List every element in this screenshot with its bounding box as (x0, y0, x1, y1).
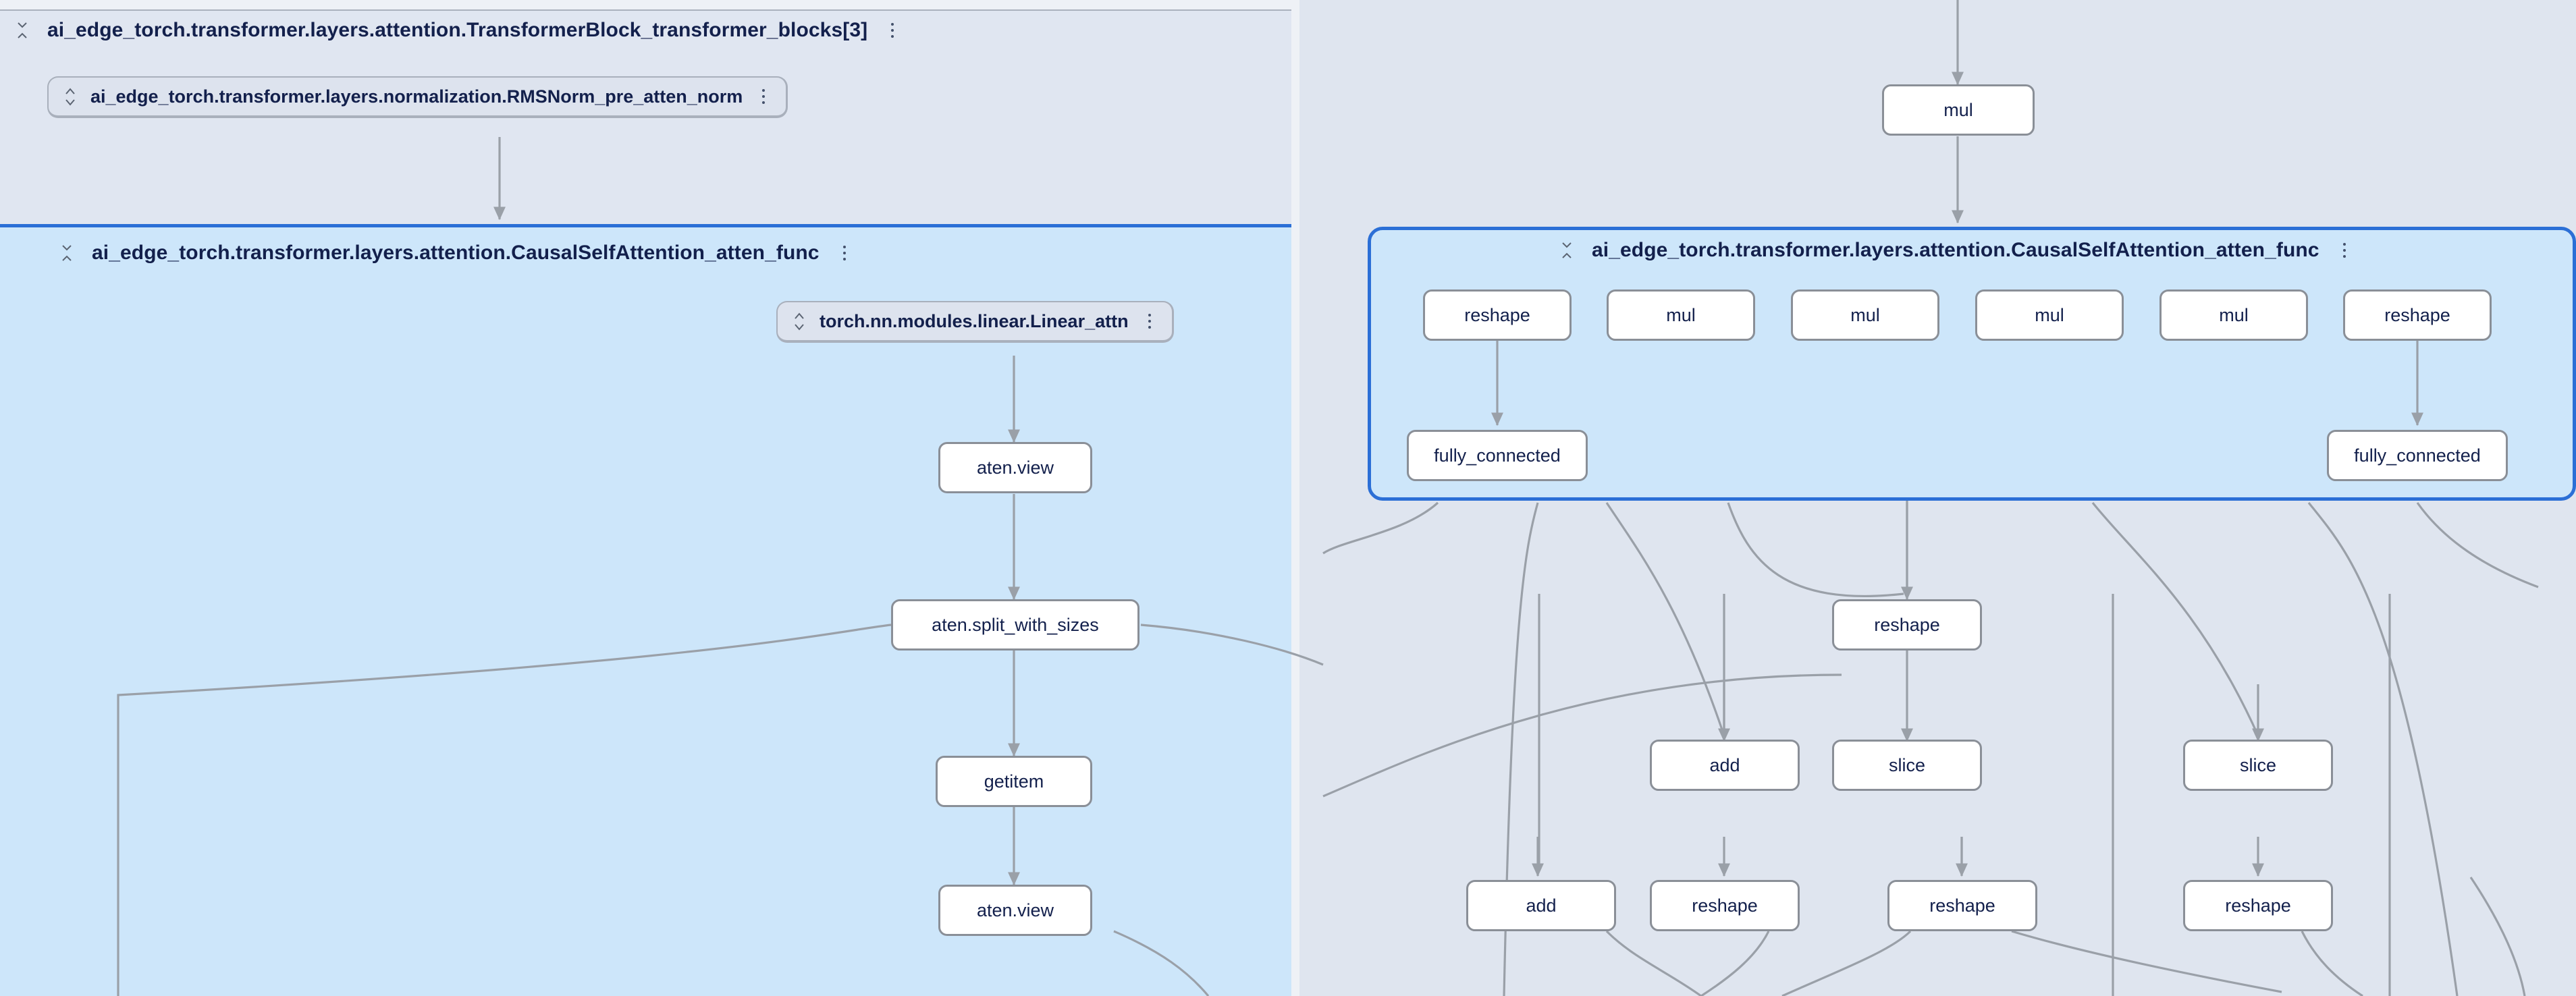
collapse-expand-icon[interactable] (15, 18, 30, 43)
node-label: slice (1888, 754, 1925, 775)
group-title-transformer-block: ai_edge_torch.transformer.layers.attenti… (47, 19, 868, 41)
module-label-linear-attn: torch.nn.modules.linear.Linear_attn (820, 310, 1129, 331)
node-aten-split-with-sizes[interactable]: aten.split_with_sizes (891, 599, 1139, 651)
node-reshape-f[interactable]: reshape (2183, 880, 2333, 931)
node-aten-view-1[interactable]: aten.view (938, 442, 1092, 493)
node-label: mul (1850, 304, 1880, 325)
node-mul-top[interactable]: mul (1882, 84, 2035, 136)
module-linear-attn[interactable]: torch.nn.modules.linear.Linear_attn (776, 301, 1174, 343)
node-mul-1[interactable]: mul (1607, 289, 1755, 341)
expand-collapse-stepper-icon[interactable] (793, 309, 806, 333)
node-label: fully_connected (2354, 445, 2481, 466)
node-fully-connected-left[interactable]: fully_connected (1407, 430, 1588, 481)
canvas-top-margin (0, 0, 1291, 9)
node-label: add (1526, 895, 1557, 916)
group-title-causal-self-attention-left: ai_edge_torch.transformer.layers.attenti… (92, 242, 820, 264)
node-label: getitem (984, 771, 1044, 792)
node-label: reshape (2225, 895, 2291, 916)
collapse-expand-icon[interactable] (1559, 238, 1574, 263)
node-aten-view-2[interactable]: aten.view (938, 885, 1092, 936)
node-mul-4[interactable]: mul (2159, 289, 2308, 341)
node-label: aten.view (976, 900, 1054, 920)
node-mul-3[interactable]: mul (1975, 289, 2124, 341)
node-getitem[interactable]: getitem (936, 756, 1092, 807)
node-mul-2[interactable]: mul (1791, 289, 1939, 341)
node-fully-connected-right[interactable]: fully_connected (2327, 430, 2508, 481)
node-reshape-d[interactable]: reshape (1650, 880, 1800, 931)
node-reshape-e[interactable]: reshape (1887, 880, 2037, 931)
kebab-menu-icon[interactable] (756, 85, 771, 108)
node-label: mul (2219, 304, 2249, 325)
node-label: add (1709, 754, 1740, 775)
pane-divider (1291, 0, 1299, 996)
node-add-2[interactable]: add (1466, 880, 1616, 931)
kebab-menu-icon[interactable] (837, 242, 852, 265)
node-label: reshape (1874, 614, 1940, 635)
collapse-expand-icon[interactable] (59, 240, 74, 266)
group-title-causal-self-attention-right: ai_edge_torch.transformer.layers.attenti… (1592, 239, 2319, 261)
group-header-transformer-block[interactable]: ai_edge_torch.transformer.layers.attenti… (15, 18, 900, 43)
node-label: reshape (1464, 304, 1530, 325)
node-slice-2[interactable]: slice (2183, 740, 2333, 791)
node-reshape-b[interactable]: reshape (2343, 289, 2492, 341)
kebab-menu-icon[interactable] (1142, 310, 1157, 333)
node-label: mul (2035, 304, 2064, 325)
module-rms-norm-pre-atten-norm[interactable]: ai_edge_torch.transformer.layers.normali… (47, 76, 788, 118)
group-header-causal-self-attention-left[interactable]: ai_edge_torch.transformer.layers.attenti… (59, 240, 852, 266)
expand-collapse-stepper-icon[interactable] (63, 84, 77, 109)
kebab-menu-icon[interactable] (2337, 239, 2352, 262)
node-label: mul (1943, 99, 1973, 120)
node-reshape-a[interactable]: reshape (1423, 289, 1572, 341)
node-label: aten.view (976, 457, 1054, 478)
node-label: reshape (1929, 895, 1995, 916)
node-label: slice (2239, 754, 2276, 775)
node-label: reshape (1692, 895, 1758, 916)
node-label: mul (1666, 304, 1696, 325)
node-slice-1[interactable]: slice (1832, 740, 1982, 791)
node-label: aten.split_with_sizes (932, 614, 1099, 635)
node-label: reshape (2384, 304, 2450, 325)
group-header-causal-self-attention-right[interactable]: ai_edge_torch.transformer.layers.attenti… (1559, 238, 2352, 263)
module-label-rms-norm: ai_edge_torch.transformer.layers.normali… (90, 86, 743, 107)
node-add-1[interactable]: add (1650, 740, 1800, 791)
kebab-menu-icon[interactable] (885, 19, 900, 42)
node-reshape-c[interactable]: reshape (1832, 599, 1982, 651)
node-label: fully_connected (1434, 445, 1561, 466)
